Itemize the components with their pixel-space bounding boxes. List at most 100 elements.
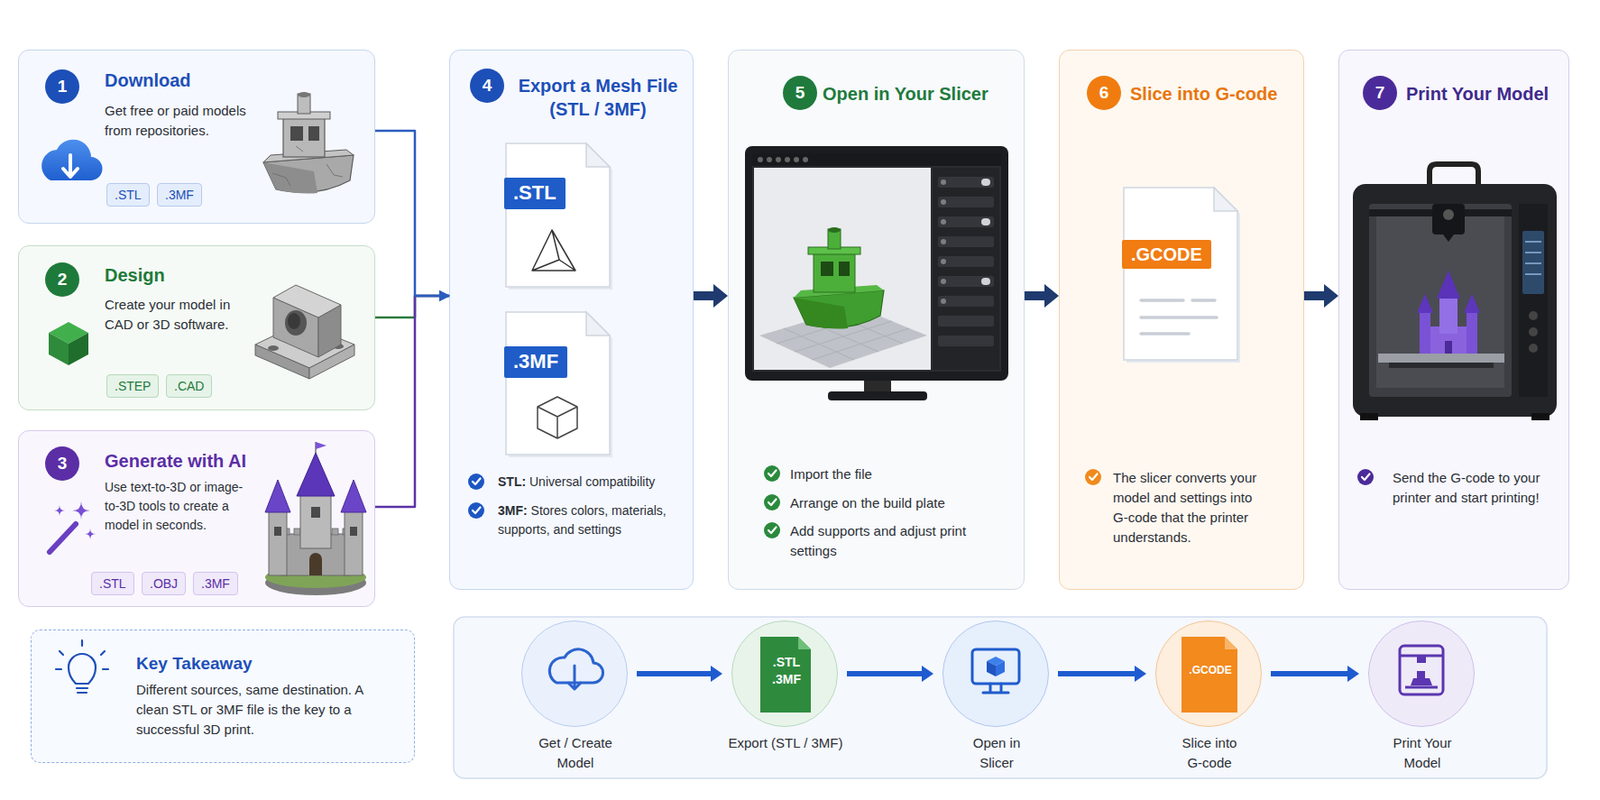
printer-illustration (1352, 183, 1557, 417)
cad-part-model (255, 285, 355, 379)
file-label: .3MF (504, 346, 568, 378)
slicer-monitor (793, 285, 884, 298)
flow-arrow (636, 665, 723, 682)
cloud-download-icon (41, 139, 102, 181)
card-body: Arrange on the build plate (790, 493, 971, 514)
printer-illustration (1376, 216, 1505, 388)
boat-model (263, 155, 354, 193)
magic-wand-icon (84, 528, 96, 540)
printer-icon (1416, 671, 1426, 679)
step-card: Print Your ModelSend the G-code to your … (1338, 49, 1570, 590)
boat-model (263, 162, 318, 194)
format-tag: .CAD (165, 374, 212, 398)
monitor-icon (983, 683, 1009, 693)
castle-model (331, 528, 339, 535)
text-slot: Slice into G-code (1177, 733, 1242, 773)
monitor-icon (986, 656, 1005, 666)
cloud-download-icon (63, 155, 78, 177)
boat-model (272, 146, 343, 186)
check-icon (768, 527, 777, 534)
slicer-monitor (838, 261, 850, 276)
printer-illustration (1378, 353, 1505, 363)
text-slot: Use text-to-3D or image-to-3D tools to c… (104, 478, 248, 535)
step-number: 4 (469, 68, 505, 103)
cloud-outline-icon (549, 649, 603, 690)
text-slot: Get free or paid models from repositorie… (104, 101, 263, 141)
printer-illustration (1525, 241, 1542, 275)
slicer-monitor (981, 277, 991, 286)
text-slot: 3 (45, 446, 80, 481)
flow-circle: .GCODESlice into G-code (1155, 620, 1262, 727)
code-lines-glyph (1140, 300, 1217, 334)
check-icon (468, 502, 485, 519)
printer-illustration (1369, 209, 1512, 217)
text-slot: Import the file (790, 464, 971, 485)
slicer-monitor (864, 378, 892, 394)
file-outline (505, 143, 610, 287)
green-file-icon (798, 636, 811, 650)
boat-model (308, 126, 320, 141)
lightbulb-icon (76, 688, 88, 693)
card-title: Export a Mesh File (STL / 3MF) (509, 73, 687, 121)
printer-illustration (1426, 326, 1471, 354)
magic-wand-icon (72, 501, 91, 520)
printer-illustration (1352, 164, 1557, 421)
flow-arrow (1304, 284, 1339, 308)
format-tag: .STL (91, 571, 135, 596)
step-card: Export a Mesh File (STL / 3MF)STL: Unive… (449, 49, 694, 590)
format-tag: .OBJ (141, 571, 186, 596)
text-slot: Get / Create Model (534, 733, 617, 773)
slicer-monitor (937, 275, 994, 287)
castle-model (349, 526, 358, 536)
card-body: Get free or paid models from repositorie… (104, 101, 263, 141)
mesh-glyph (532, 229, 576, 271)
format-tag: .3MF (156, 183, 203, 207)
format-tag-text: .OBJ (149, 575, 178, 592)
card-body: Import the file (790, 464, 971, 485)
text-slot: Arrange on the build plate (790, 493, 971, 514)
castle-model (283, 528, 290, 535)
circle-label: Print Your Model (1381, 733, 1463, 773)
check-icon (763, 494, 781, 511)
file-fold (586, 143, 610, 167)
printer-illustration (1388, 362, 1494, 368)
slicer-monitor (784, 156, 791, 163)
card-title: Print Your Model (1406, 82, 1565, 106)
cube-icon (48, 321, 89, 344)
check-icon (1361, 474, 1371, 481)
castle-model (296, 452, 335, 497)
text-slot: Add supports and adjust print settings (790, 521, 971, 561)
check-icon (472, 507, 481, 515)
check-icon (763, 465, 781, 482)
summary-band (453, 616, 1547, 779)
cad-part-model (267, 345, 279, 351)
file-outline (505, 312, 610, 455)
slicer-monitor (752, 153, 1002, 166)
text-slot: Create your model in CAD or 3D software. (104, 294, 263, 335)
format-tag-text: .3MF (165, 186, 194, 203)
text-slot: Download (104, 68, 267, 92)
slicer-monitor (776, 313, 910, 360)
slicer-monitor (793, 297, 848, 330)
slicer-monitor (932, 167, 1000, 370)
flow-arrow (1057, 665, 1147, 682)
file-outline (505, 312, 610, 455)
slicer-monitor (981, 178, 991, 186)
slicer-monitor (937, 256, 994, 267)
card-title: Open in Your Slicer (822, 82, 1017, 106)
flow-circle: Open in Slicer (942, 620, 1049, 727)
step-number-text: 6 (1099, 82, 1110, 103)
orange-file-icon (1224, 636, 1238, 650)
lightbulb-icon (55, 640, 109, 670)
flow-circle: .STL .3MFExport (STL / 3MF) (731, 620, 838, 727)
card-title: Key Takeaway (136, 652, 398, 676)
text-slot: Design (104, 263, 267, 287)
format-tag-text: .STEP (114, 377, 151, 395)
text-slot: Export (STL / 3MF) (717, 733, 854, 754)
text-slot: .STL .3MF (761, 653, 812, 689)
cad-part-model (318, 304, 341, 358)
file-icon: .STL (505, 143, 610, 287)
castle-model (300, 494, 332, 549)
file-icon: .GCODE (1123, 187, 1238, 360)
step-number-text: 7 (1375, 82, 1386, 103)
